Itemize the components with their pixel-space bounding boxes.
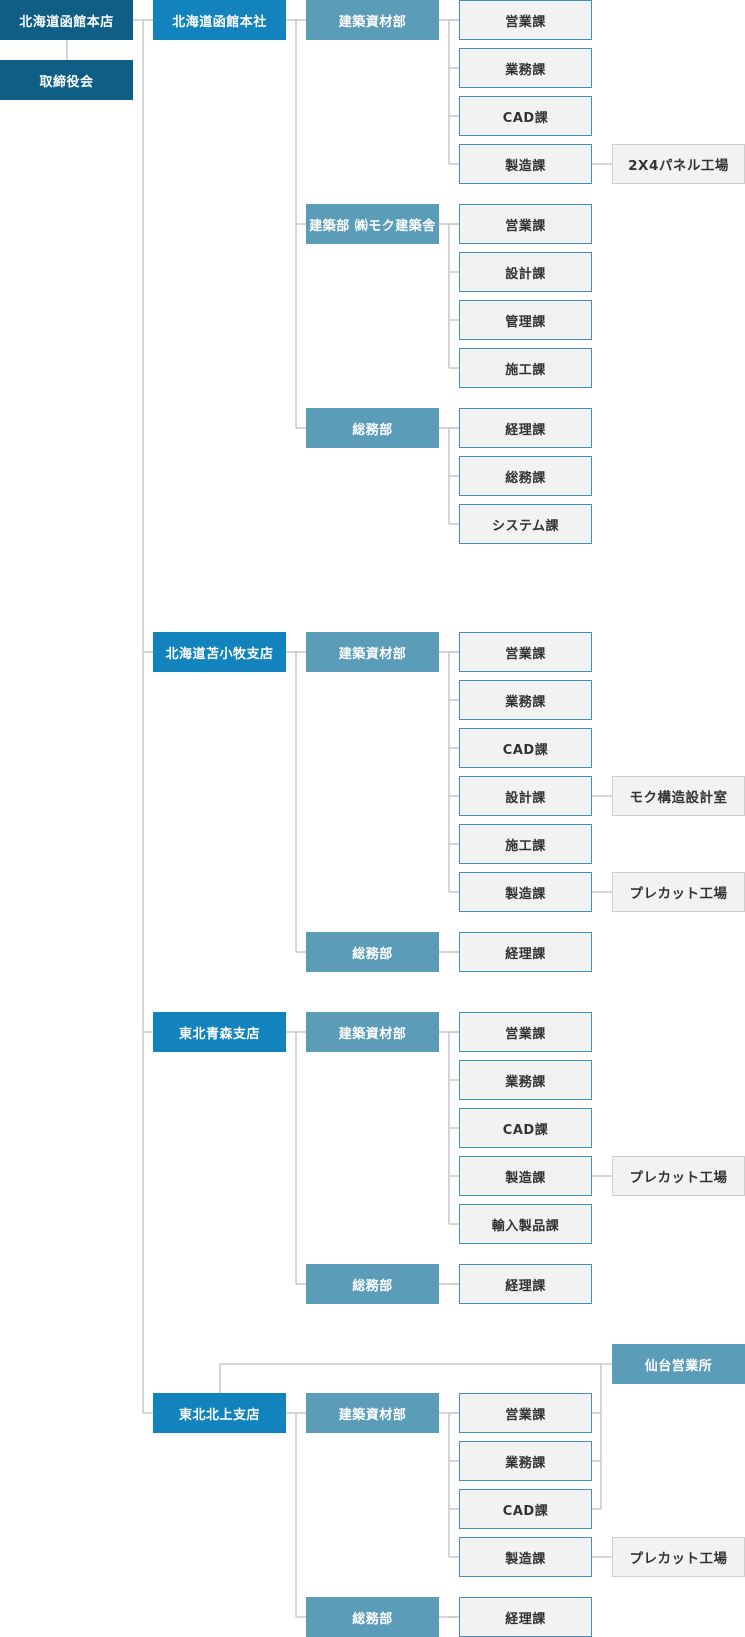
external-unit-box: プレカット工場	[612, 1156, 745, 1196]
section-box: 管理課	[459, 300, 592, 340]
external-unit-box: プレカット工場	[612, 1537, 745, 1577]
section-box: 設計課	[459, 252, 592, 292]
head-office-box: 北海道函館本店	[0, 0, 133, 40]
department-box: 建築部 ㈱モク建築舎	[306, 204, 439, 244]
external-unit-box: プレカット工場	[612, 872, 745, 912]
section-box: 業務課	[459, 1441, 592, 1481]
section-box: 営業課	[459, 204, 592, 244]
site-box: 北海道函館本社	[153, 0, 286, 40]
board-box: 取締役会	[0, 60, 133, 100]
section-box: 営業課	[459, 1012, 592, 1052]
site-box: 北海道苫小牧支店	[153, 632, 286, 672]
section-box: 製造課	[459, 144, 592, 184]
section-box: 経理課	[459, 408, 592, 448]
section-box: システム課	[459, 504, 592, 544]
section-box: 施工課	[459, 824, 592, 864]
department-box: 総務部	[306, 408, 439, 448]
department-box: 建築資材部	[306, 632, 439, 672]
department-box: 建築資材部	[306, 0, 439, 40]
section-box: CAD課	[459, 728, 592, 768]
section-box: 営業課	[459, 0, 592, 40]
external-unit-box: 2X4パネル工場	[612, 144, 745, 184]
section-box: 経理課	[459, 1597, 592, 1637]
department-box: 総務部	[306, 932, 439, 972]
section-box: 総務課	[459, 456, 592, 496]
department-box: 総務部	[306, 1264, 439, 1304]
site-box: 東北北上支店	[153, 1393, 286, 1433]
section-box: 設計課	[459, 776, 592, 816]
section-box: 業務課	[459, 680, 592, 720]
section-box: 製造課	[459, 872, 592, 912]
section-box: CAD課	[459, 96, 592, 136]
section-box: 営業課	[459, 1393, 592, 1433]
section-box: 経理課	[459, 1264, 592, 1304]
section-box: CAD課	[459, 1108, 592, 1148]
department-box: 建築資材部	[306, 1012, 439, 1052]
section-box: 業務課	[459, 48, 592, 88]
section-box: 製造課	[459, 1537, 592, 1577]
department-box: 総務部	[306, 1597, 439, 1637]
section-box: 輸入製品課	[459, 1204, 592, 1244]
sales-office-box: 仙台営業所	[612, 1344, 745, 1384]
section-box: CAD課	[459, 1489, 592, 1529]
external-unit-box: モク構造設計室	[612, 776, 745, 816]
section-box: 施工課	[459, 348, 592, 388]
department-box: 建築資材部	[306, 1393, 439, 1433]
section-box: 業務課	[459, 1060, 592, 1100]
section-box: 製造課	[459, 1156, 592, 1196]
section-box: 経理課	[459, 932, 592, 972]
section-box: 営業課	[459, 632, 592, 672]
site-box: 東北青森支店	[153, 1012, 286, 1052]
